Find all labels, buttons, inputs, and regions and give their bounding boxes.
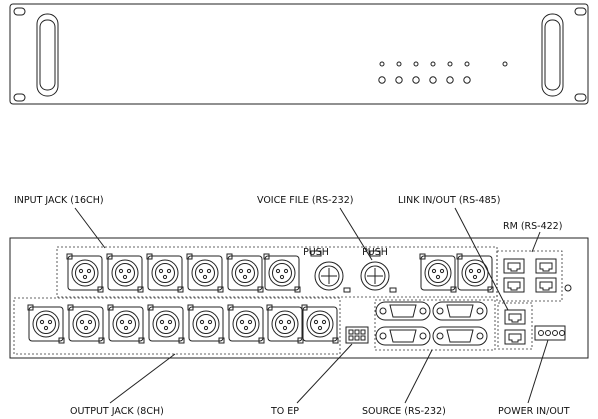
leader-lines (74, 207, 549, 404)
leader-rm (531, 231, 541, 253)
rj45-ports (503, 258, 557, 345)
led-power (502, 61, 508, 67)
xlr-jack (106, 253, 144, 293)
xlr-jack (419, 253, 457, 293)
rj45-jack (535, 277, 557, 293)
rj45-jack (503, 277, 525, 293)
dsub-9pin (375, 301, 431, 321)
rack-screw (13, 93, 26, 102)
rm-group (496, 250, 563, 302)
xlr-jack (146, 253, 184, 293)
input-jacks (66, 253, 494, 293)
rj45-jack (504, 329, 526, 345)
xlr-jack (263, 253, 301, 293)
link-group (497, 302, 533, 350)
led-small (447, 61, 453, 67)
led-large (378, 76, 386, 84)
rack-screw (574, 93, 587, 102)
leader-output-jack (109, 353, 176, 404)
leader-link (454, 207, 509, 311)
rack-screw (574, 7, 587, 16)
dsub-9pin (375, 326, 431, 346)
output-jacks (27, 304, 339, 344)
power-terminal (534, 325, 566, 341)
led-small (413, 61, 419, 67)
xlr-jack (147, 304, 185, 344)
label-to-ep: TO EP (270, 406, 299, 417)
label-source: SOURCE (RS-232) (362, 406, 446, 417)
rj45-jack (503, 258, 525, 274)
label-voice-file: VOICE FILE (RS-232) (257, 195, 353, 206)
dsub-9pin (432, 326, 488, 346)
combo-jack-input: PUSH (303, 247, 351, 293)
ground-screw (564, 284, 572, 292)
left-rack-handle (36, 13, 59, 97)
leader-source (404, 349, 433, 404)
push-symbol: PUSH (362, 247, 388, 258)
xlr-jack (266, 304, 304, 344)
leader-power (527, 339, 549, 404)
to-ep-connector (345, 326, 369, 344)
dsub-connectors (375, 301, 488, 346)
xlr-jack (456, 253, 494, 293)
xlr-jack (186, 253, 224, 293)
xlr-jack (66, 253, 104, 293)
right-rack-handle (541, 13, 564, 97)
led-large (446, 76, 454, 84)
label-output-jack: OUTPUT JACK (8CH) (70, 406, 164, 417)
led-small (379, 61, 385, 67)
led-small (430, 61, 436, 67)
leader-voice-file (339, 207, 373, 261)
led-large (463, 76, 471, 84)
xlr-jack (27, 304, 65, 344)
front-indicator-leds (378, 61, 508, 84)
front-panel (9, 3, 589, 105)
rj45-jack (535, 258, 557, 274)
xlr-jack (67, 304, 105, 344)
label-input-jack: INPUT JACK (16CH) (14, 195, 104, 206)
label-rm: RM (RS-422) (503, 221, 562, 232)
voice-file-jack: PUSH (360, 247, 397, 293)
leader-to-ep (296, 343, 353, 404)
led-small (464, 61, 470, 67)
xlr-jack (187, 304, 225, 344)
led-large (395, 76, 403, 84)
push-symbol: PUSH (303, 247, 329, 258)
led-large (412, 76, 420, 84)
dsub-9pin (432, 301, 488, 321)
xlr-jack (227, 304, 265, 344)
rj45-jack (504, 309, 526, 325)
label-power-in-out: POWER IN/OUT (498, 406, 570, 417)
output-jack-group (13, 297, 341, 355)
led-large (429, 76, 437, 84)
rear-panel: PUSH PUSH (9, 237, 589, 359)
xlr-jack (301, 304, 339, 344)
label-link-in-out: LINK IN/OUT (RS-485) (398, 195, 500, 206)
rack-screw (13, 7, 26, 16)
leader-input-jack (74, 207, 106, 249)
xlr-jack (107, 304, 145, 344)
source-group (374, 299, 496, 351)
xlr-jack (226, 253, 264, 293)
led-small (396, 61, 402, 67)
